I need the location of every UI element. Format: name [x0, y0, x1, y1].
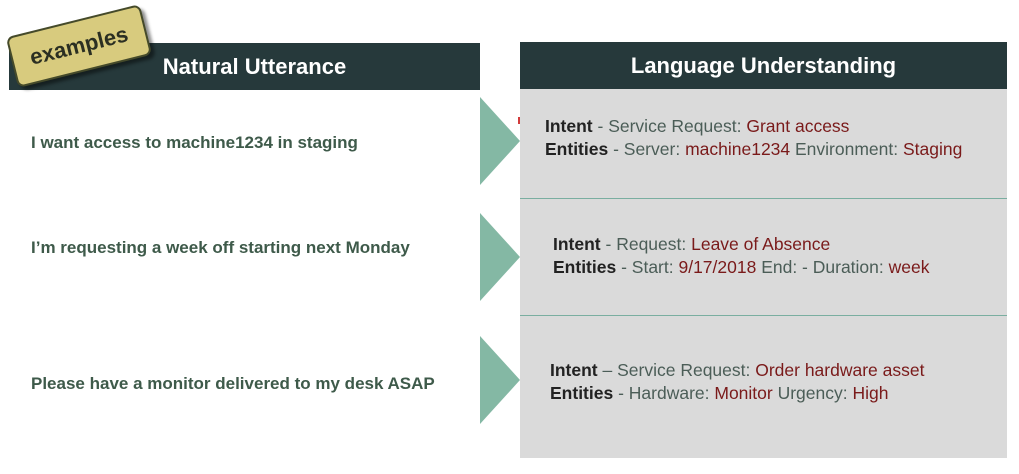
- intent-key: Service Request:: [608, 116, 747, 136]
- entity-value: week: [888, 257, 930, 277]
- entities-separator: -: [613, 383, 629, 403]
- language-understanding-header: Language Understanding: [520, 42, 1007, 89]
- arrow-right-icon: [480, 336, 520, 424]
- entities-label: Entities: [545, 139, 609, 159]
- row-divider: [520, 315, 1007, 316]
- entity-value: 9/17/2018: [678, 257, 757, 277]
- language-understanding-header-label: Language Understanding: [630, 52, 897, 78]
- entity-value: Staging: [902, 139, 963, 159]
- entity-value: machine1234: [685, 139, 791, 159]
- lu-block-3: Intent – Service Request: Order hardware…: [550, 359, 924, 405]
- arrow-right-icon: [480, 97, 520, 185]
- understanding-panel: [520, 89, 1007, 458]
- entity-key: Hardware:: [628, 383, 715, 403]
- intent-separator: -: [600, 234, 617, 254]
- intent-key: Request:: [616, 234, 692, 254]
- entities-label: Entities: [553, 257, 617, 277]
- intent-label: Intent: [550, 360, 598, 380]
- entities-line: Entities - Hardware: Monitor Urgency: Hi…: [550, 382, 924, 405]
- entities-label: Entities: [550, 383, 614, 403]
- utterance-3: Please have a monitor delivered to my de…: [31, 374, 435, 393]
- utterance-2: I’m requesting a week off starting next …: [31, 238, 410, 257]
- intent-separator: –: [597, 360, 618, 380]
- natural-utterance-header-label: Natural Utterance: [162, 53, 347, 79]
- entity-key: Start:: [631, 257, 679, 277]
- intent-value: Order hardware asset: [755, 360, 925, 380]
- entities-line: Entities - Server: machine1234 Environme…: [545, 138, 962, 161]
- intent-line: Intent – Service Request: Order hardware…: [550, 359, 924, 382]
- lu-block-1: Intent - Service Request: Grant access E…: [545, 115, 962, 161]
- arrow-right-icon: [480, 213, 520, 301]
- red-tick-mark: [518, 117, 520, 124]
- intent-label: Intent: [545, 116, 593, 136]
- intent-separator: -: [592, 116, 609, 136]
- intent-value: Grant access: [746, 116, 850, 136]
- intent-key: Service Request:: [617, 360, 756, 380]
- row-divider: [520, 198, 1007, 199]
- utterance-1: I want access to machine1234 in staging: [31, 133, 358, 152]
- entity-key: Server:: [623, 139, 686, 159]
- intent-line: Intent - Request: Leave of Absence: [553, 233, 929, 256]
- examples-badge-label: examples: [27, 21, 131, 70]
- entity-value: High: [852, 383, 889, 403]
- entity-value: Monitor: [714, 383, 773, 403]
- intent-label: Intent: [553, 234, 601, 254]
- entity-key: Environment:: [790, 139, 903, 159]
- entities-separator: -: [616, 257, 632, 277]
- entities-separator: -: [608, 139, 624, 159]
- entity-key: End: - Duration:: [756, 257, 889, 277]
- entity-key: Urgency:: [772, 383, 853, 403]
- intent-value: Leave of Absence: [691, 234, 831, 254]
- entities-line: Entities - Start: 9/17/2018 End: - Durat…: [553, 256, 929, 279]
- lu-block-2: Intent - Request: Leave of Absence Entit…: [553, 233, 929, 279]
- intent-line: Intent - Service Request: Grant access: [545, 115, 962, 138]
